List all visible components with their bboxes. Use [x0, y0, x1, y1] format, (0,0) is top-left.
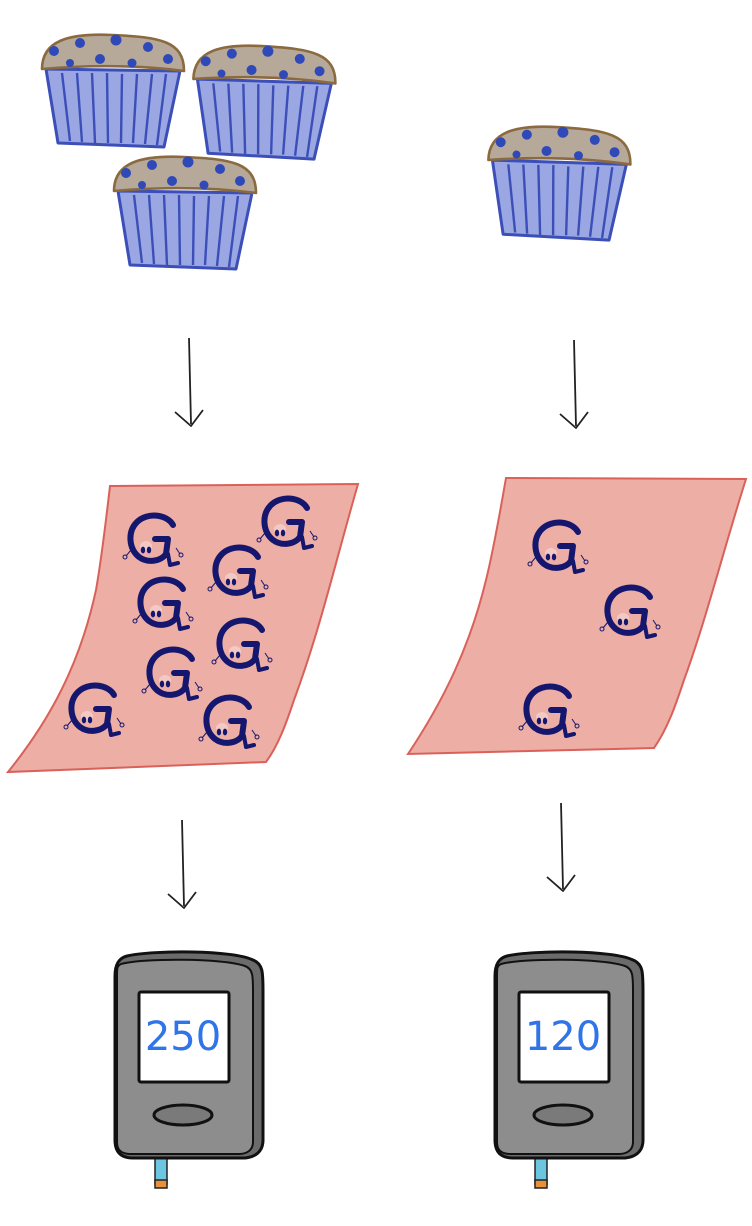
down-arrow-icon: [174, 337, 204, 427]
left-muffin-group: [40, 33, 338, 271]
left-glucose-meter: 250: [113, 950, 265, 1190]
right-glucose-meter: 120: [493, 950, 645, 1190]
blueberry-muffin-icon: [40, 33, 186, 149]
blueberry-muffin-icon: [485, 124, 633, 242]
meter-reading-left: 250: [145, 1014, 221, 1060]
blueberry-muffin-icon: [112, 155, 258, 271]
right-muffin-group: [485, 124, 633, 242]
glucose-meter-icon: [493, 950, 645, 1190]
meter-reading-right: 120: [525, 1014, 601, 1060]
down-arrow-icon: [546, 802, 576, 892]
blood-sample-icon: [406, 476, 748, 756]
blueberry-muffin-icon: [190, 43, 338, 161]
down-arrow-icon: [167, 819, 197, 909]
down-arrow-icon: [559, 339, 589, 429]
glucose-meter-icon: [113, 950, 265, 1190]
